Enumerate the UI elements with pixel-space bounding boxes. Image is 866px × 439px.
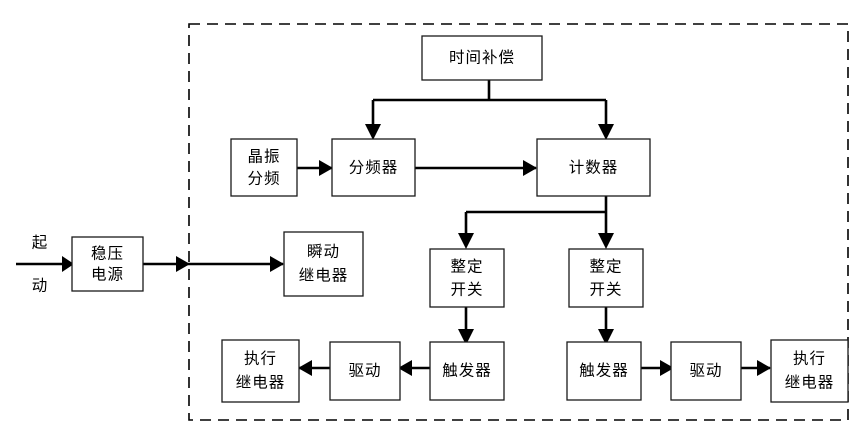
label-start-signal-line1: 起	[32, 234, 49, 252]
block-frequency-divider[interactable]: 分频器	[331, 138, 416, 197]
wire-counter-fanout	[458, 196, 614, 249]
block-time-compensation[interactable]: 时间补偿	[421, 35, 543, 81]
wire-setting-left-to-trigger-left	[458, 307, 474, 345]
block-setting-switch-left-label-line2: 开关	[450, 281, 483, 299]
block-power-supply[interactable]: 稳压 电源	[71, 236, 144, 292]
block-frequency-divider-label: 分频器	[349, 159, 399, 177]
label-start-signal: 起 动	[32, 234, 49, 295]
block-instant-relay-label-line1: 瞬动	[307, 243, 340, 261]
block-trigger-left[interactable]: 触发器	[429, 341, 505, 401]
wire-setting-right-to-trigger-right	[598, 307, 614, 345]
block-setting-switch-right-label-line2: 开关	[589, 281, 622, 299]
wire-divider-to-counter	[415, 160, 537, 176]
block-setting-switch-right[interactable]: 整定 开关	[568, 248, 644, 308]
block-time-compensation-label: 时间补偿	[449, 49, 515, 67]
wire-drive-left-to-exec-left	[298, 360, 330, 376]
block-drive-left-label: 驱动	[348, 362, 381, 380]
block-drive-right-label: 驱动	[689, 362, 722, 380]
block-exec-relay-right[interactable]: 执行 继电器	[770, 339, 849, 403]
wire-start-to-power-supply	[16, 256, 74, 272]
wire-crystal-to-divider	[297, 160, 333, 176]
block-power-supply-label-line2: 电源	[91, 266, 124, 284]
label-start-signal-line2: 动	[32, 277, 49, 295]
block-exec-relay-left-label-line2: 继电器	[236, 374, 286, 392]
block-exec-relay-right-label-line1: 执行	[793, 350, 826, 368]
block-trigger-right[interactable]: 触发器	[566, 341, 642, 401]
block-counter[interactable]: 计数器	[536, 138, 651, 197]
block-exec-relay-right-label-line2: 继电器	[785, 374, 835, 392]
block-setting-switch-left-label-line1: 整定	[450, 258, 483, 276]
block-trigger-left-label: 触发器	[442, 362, 492, 380]
block-drive-left[interactable]: 驱动	[329, 341, 401, 401]
block-instant-relay[interactable]: 瞬动 继电器	[283, 231, 364, 297]
dashed-enclosure	[188, 23, 849, 421]
wire-trigger-right-to-drive-right	[641, 360, 674, 376]
block-crystal-divider[interactable]: 晶振 分频	[230, 138, 298, 197]
block-counter-label: 计数器	[569, 159, 619, 177]
block-setting-switch-right-label-line1: 整定	[589, 258, 622, 276]
wire-timecomp-fanout	[365, 79, 614, 140]
block-crystal-divider-label-line1: 晶振	[247, 148, 280, 166]
block-crystal-divider-label-line2: 分频	[247, 170, 280, 188]
block-setting-switch-left[interactable]: 整定 开关	[429, 248, 505, 308]
block-exec-relay-left-label-line1: 执行	[244, 350, 277, 368]
block-power-supply-label-line1: 稳压	[91, 245, 124, 263]
wire-trigger-left-to-drive-left	[398, 360, 430, 376]
block-trigger-right-label: 触发器	[579, 362, 629, 380]
wire-power-supply-to-instant-relay	[143, 256, 284, 272]
block-instant-relay-label-line2: 继电器	[299, 267, 349, 285]
block-drive-right[interactable]: 驱动	[670, 341, 742, 401]
block-exec-relay-left[interactable]: 执行 继电器	[221, 339, 300, 403]
wire-drive-right-to-exec-right	[740, 360, 771, 376]
